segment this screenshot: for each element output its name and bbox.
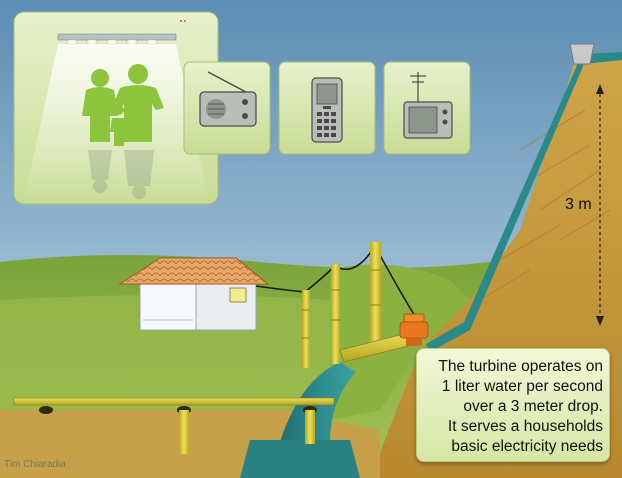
mobile-phone-icon (311, 77, 343, 143)
house (118, 257, 270, 331)
ceiling-lamp (57, 33, 177, 41)
family-icon (82, 64, 164, 146)
turbine-icon (399, 313, 429, 346)
bamboo-poles (302, 242, 381, 368)
caption-line: over a 3 meter drop. (463, 398, 603, 415)
drop-height-label: 3 m (565, 196, 592, 213)
radio-panel (183, 61, 271, 155)
author-credit: Tim Chiaradia (4, 459, 66, 470)
family-reflection (88, 150, 154, 199)
hill-texture (479, 109, 611, 301)
panel-mark (180, 20, 186, 22)
caption-line: basic electricity needs (451, 438, 603, 455)
water-channel (426, 52, 622, 352)
caption-box: The turbine operates on 1 liter water pe… (416, 348, 610, 462)
ground-pipe (13, 397, 335, 406)
caption-line: It serves a households (447, 418, 603, 435)
caption-line: 1 liter water per second (441, 378, 603, 395)
river-bottom (240, 440, 360, 478)
household-panel (13, 11, 219, 205)
radio-icon (199, 71, 257, 127)
phone-panel (278, 61, 376, 155)
caption-line: The turbine operates on (438, 358, 603, 375)
ground-post-2 (305, 410, 315, 444)
tv-panel (383, 61, 471, 155)
intake-bucket (569, 43, 595, 65)
television-icon (403, 72, 453, 139)
ground-post-1 (179, 410, 189, 454)
height-arrow (596, 84, 604, 326)
